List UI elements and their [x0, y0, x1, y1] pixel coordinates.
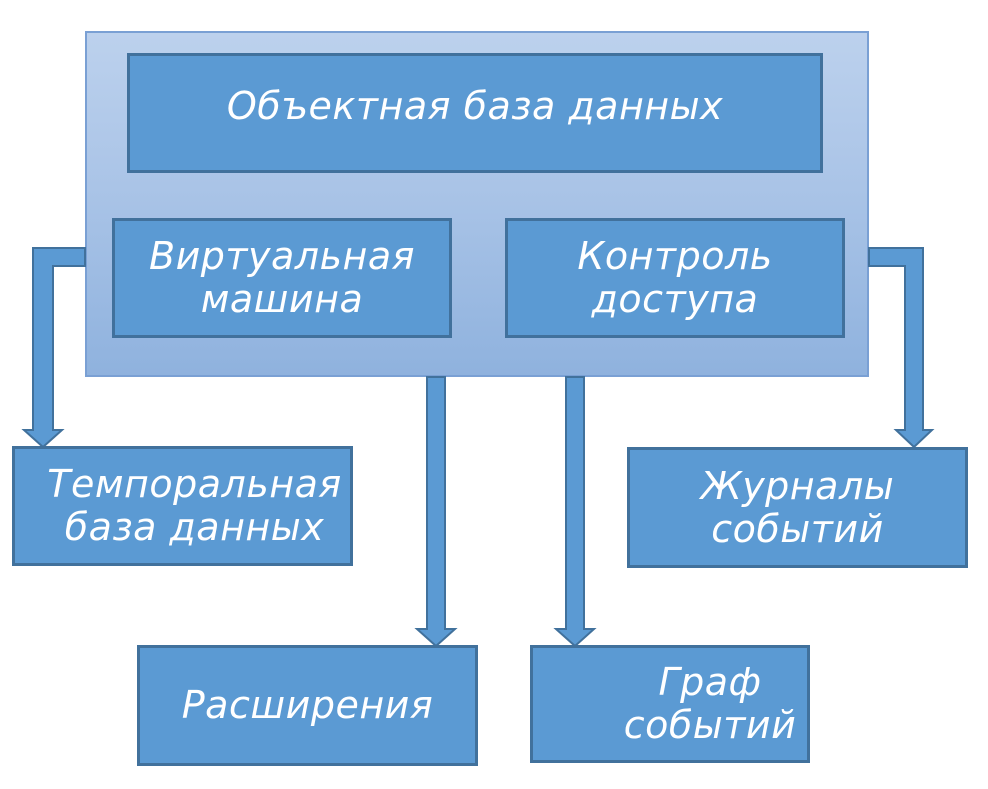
- node-object-database-label: Объектная база данных: [226, 83, 724, 128]
- node-temporal-database: Темпоральная база данных: [12, 446, 353, 566]
- node-access-control-label: Контроль доступа: [577, 234, 773, 321]
- node-event-graph: Граф событий: [530, 645, 810, 763]
- node-event-graph-label: Граф событий: [623, 660, 797, 747]
- node-event-logs-label: Журналы событий: [700, 463, 895, 551]
- node-virtual-machine: Виртуальная машина: [112, 218, 452, 338]
- node-extensions-label: Расширения: [181, 683, 434, 728]
- node-extensions: Расширения: [137, 645, 478, 766]
- arrow-access-to-event-graph-icon: [553, 376, 597, 648]
- node-object-database: Объектная база данных: [127, 53, 823, 173]
- arrow-vm-to-temporal-db-icon: [21, 247, 86, 449]
- node-temporal-database-label: Темпоральная база данных: [47, 462, 342, 549]
- node-virtual-machine-label: Виртуальная машина: [149, 234, 415, 321]
- node-event-logs: Журналы событий: [627, 447, 968, 568]
- node-access-control: Контроль доступа: [505, 218, 845, 338]
- arrow-vm-to-extensions-icon: [414, 376, 458, 648]
- arrow-access-to-event-logs-icon: [868, 247, 935, 449]
